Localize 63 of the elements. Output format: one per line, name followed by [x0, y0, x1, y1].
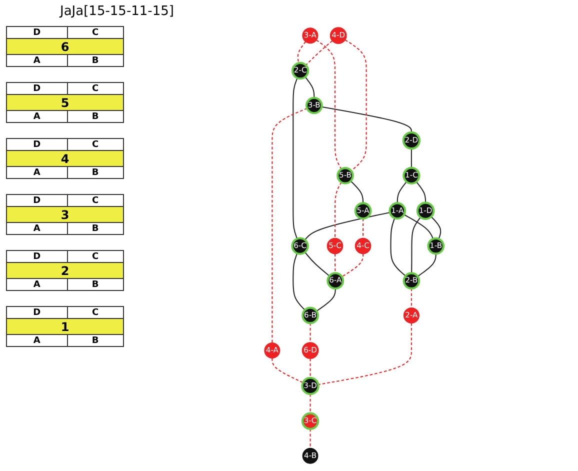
letter-cell: C: [67, 306, 124, 318]
connector: [310, 428, 311, 448]
letter-cell: A: [6, 54, 68, 66]
number-cell: 2: [6, 262, 124, 278]
letter-cell: B: [67, 278, 124, 290]
connector: [310, 394, 311, 414]
number-cell: 1: [6, 318, 124, 334]
letter-cell: A: [6, 278, 68, 290]
number-cell: 6: [6, 38, 124, 54]
connector: [305, 40, 333, 66]
letter-cell: D: [6, 26, 68, 38]
letter-cell: A: [6, 222, 68, 234]
connector: [342, 254, 364, 278]
letter-cell: C: [67, 138, 124, 150]
connector: [334, 254, 336, 274]
connector: [292, 253, 306, 310]
letter-cell: D: [6, 82, 68, 94]
number-cell: 4: [6, 150, 124, 166]
letter-cell: B: [67, 54, 124, 66]
connector: [344, 39, 367, 172]
letter-cell: A: [6, 110, 68, 122]
letter-cell: C: [67, 250, 124, 262]
connector: [304, 76, 315, 98]
connector: [411, 216, 421, 274]
connector: [272, 108, 308, 343]
letter-cell: B: [67, 222, 124, 234]
connector: [272, 358, 304, 384]
letter-cell: A: [6, 334, 68, 346]
number-cell: 3: [6, 206, 124, 222]
connector: [316, 288, 336, 312]
letter-cell: A: [6, 166, 68, 178]
connector: [417, 254, 436, 277]
connector: [318, 323, 412, 386]
connector: [416, 181, 426, 203]
connector: [304, 212, 390, 240]
connector: [297, 41, 306, 64]
connector: [362, 218, 364, 238]
letter-cell: B: [67, 110, 124, 122]
connector: [334, 182, 342, 238]
connector: [410, 148, 412, 168]
connector: [390, 218, 406, 276]
number-cell: 5: [6, 94, 124, 110]
connector: [292, 78, 298, 239]
connector: [322, 106, 412, 132]
letter-cell: B: [67, 166, 124, 178]
connector: [310, 358, 311, 378]
letter-cell: D: [6, 250, 68, 262]
letter-cell: D: [6, 194, 68, 206]
connector: [404, 214, 434, 240]
letter-cell: C: [67, 194, 124, 206]
letter-cell: C: [67, 26, 124, 38]
letter-cell: D: [6, 306, 68, 318]
connector: [410, 288, 412, 308]
connector: [304, 252, 330, 276]
connector: [350, 180, 364, 204]
letter-cell: B: [67, 334, 124, 346]
connector: [430, 216, 442, 240]
letter-cell: C: [67, 82, 124, 94]
connector: [316, 40, 342, 170]
letter-cell: D: [6, 138, 68, 150]
connector: [310, 323, 311, 342]
title: JaJa[15-15-11-15]: [60, 4, 174, 19]
connector: [396, 181, 407, 204]
